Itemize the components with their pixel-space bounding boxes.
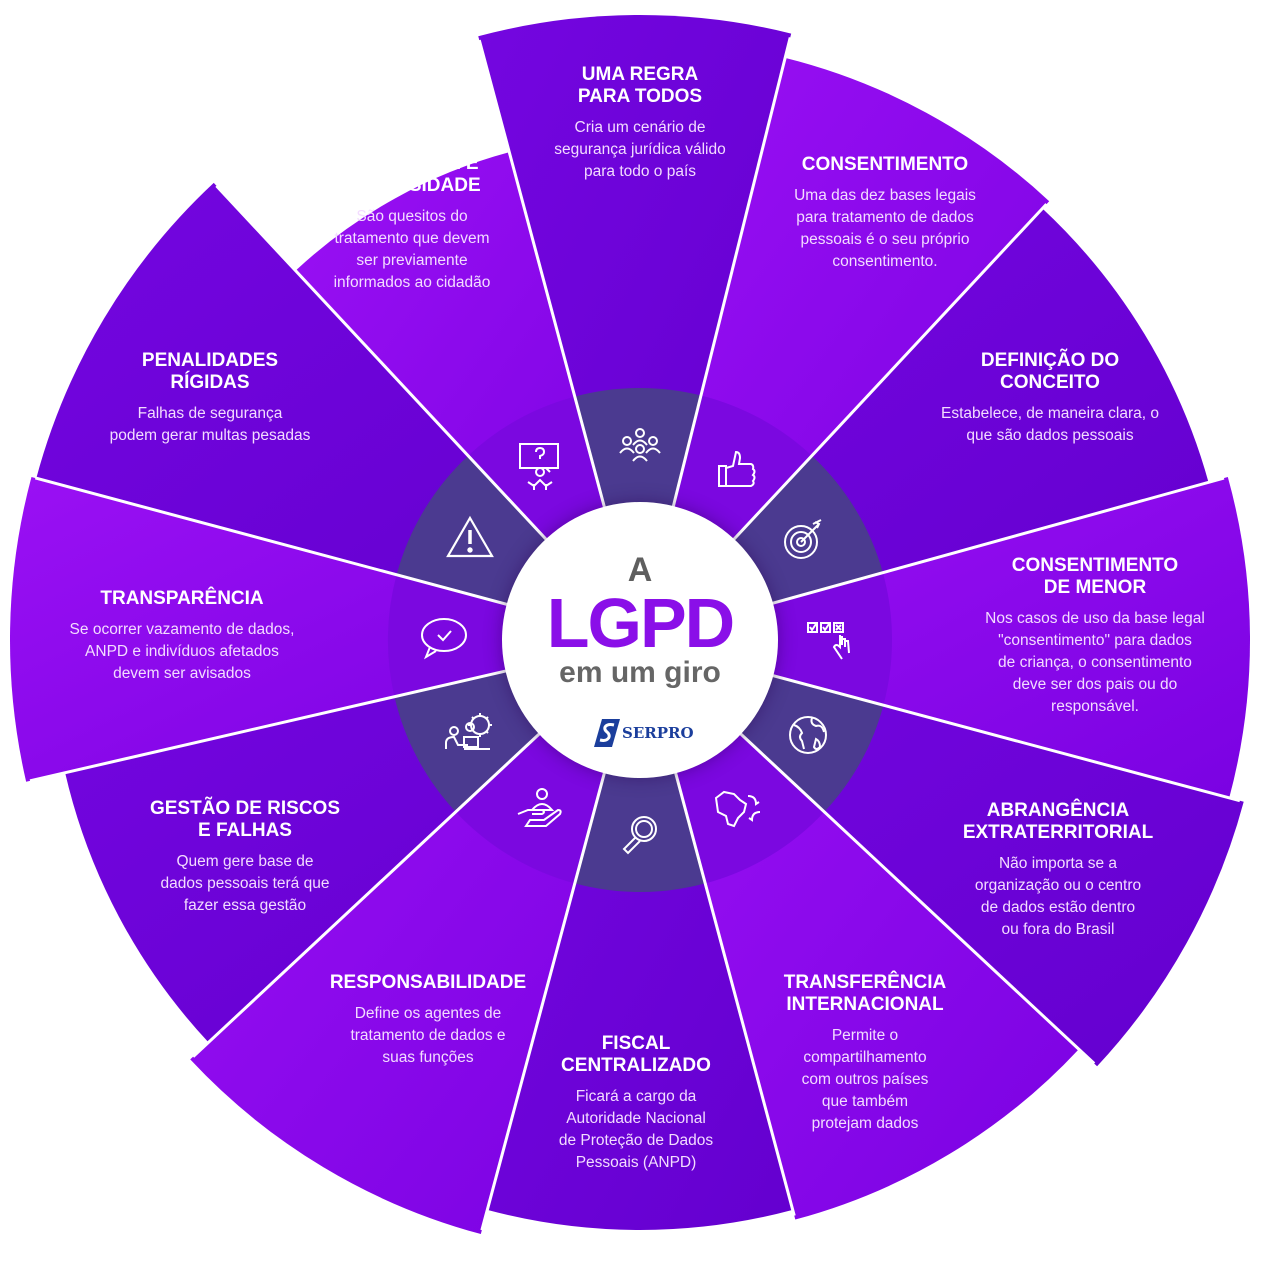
wedge-title: FISCAL CENTRALIZADO bbox=[561, 1033, 711, 1076]
wedge-description: Quem gere base de dados pessoais terá qu… bbox=[160, 853, 330, 914]
checkbox-hand-icon bbox=[802, 607, 862, 667]
wedge-card-gestao: GESTÃO DE RISCOS E FALHAS Quem gere base … bbox=[150, 798, 340, 917]
wedge-title: CONSENTIMENTO DE MENOR bbox=[1011, 555, 1179, 598]
wedge-card-abrangencia: ABRANGÊNCIA EXTRATERRITORIAL Não importa … bbox=[963, 800, 1153, 941]
wedge-description: Nos casos de uso da base legal "consenti… bbox=[985, 610, 1205, 715]
wedge-title: TRANSFERÊNCIA INTERNACIONAL bbox=[783, 972, 947, 1015]
wedge-card-fiscal: FISCAL CENTRALIZADO Ficará a cargo da Aut… bbox=[559, 1033, 713, 1174]
wedge-title: DEFINIÇÃO DO CONCEITO bbox=[980, 350, 1120, 393]
wedge-menor bbox=[640, 476, 1250, 798]
wedge-card-responsabilidade: RESPONSABILIDADE Define os agentes de tra… bbox=[330, 972, 526, 1069]
center-badge: A LGPD em um giro SERPRO bbox=[502, 502, 778, 778]
chat-check-icon bbox=[414, 607, 474, 667]
wedge-title: FINALIDADE E NECESSIDADE bbox=[343, 153, 481, 196]
serpro-logo-icon bbox=[594, 719, 620, 747]
wedge-description: São quesitos do tratamento que devem ser… bbox=[333, 208, 491, 291]
wedge-transparencia bbox=[9, 476, 640, 782]
wedge-title: UMA REGRA PARA TODOS bbox=[577, 64, 703, 107]
serpro-logo-text: SERPRO bbox=[622, 724, 694, 742]
center-prefix: A bbox=[627, 551, 653, 589]
wedge-description: Uma das dez bases legais para tratamento… bbox=[794, 187, 976, 270]
wedge-card-penalidades: PENALIDADES RÍGIDAS Falhas de segurança p… bbox=[110, 350, 311, 447]
wedge-description: Permite o compartilhamento com outros pa… bbox=[801, 1027, 929, 1132]
serpro-logo: SERPRO bbox=[594, 718, 694, 748]
brazil-map-exchange-icon bbox=[708, 778, 768, 838]
wedge-description: Define os agentes de tratamento de dados… bbox=[350, 1005, 506, 1066]
wedge-description: Estabelece, de maneira clara, o que são … bbox=[941, 405, 1159, 444]
wedge-card-uma-regra: UMA REGRA PARA TODOS Cria um cenário de s… bbox=[554, 64, 725, 183]
wedge-description: Se ocorrer vazamento de dados, ANPD e in… bbox=[69, 621, 295, 682]
wedge-title: TRANSPARÊNCIA bbox=[100, 588, 264, 609]
wedge-card-transparencia: TRANSPARÊNCIA Se ocorrer vazamento de dad… bbox=[70, 588, 295, 685]
thumbs-up-icon bbox=[705, 438, 765, 498]
wedge-description: Falhas de segurança podem gerar multas p… bbox=[109, 405, 311, 444]
magnifier-icon bbox=[610, 805, 670, 865]
wedge-description: Ficará a cargo da Autoridade Nacional de… bbox=[558, 1088, 714, 1171]
wedge-card-consentimento: CONSENTIMENTO Uma das dez bases legais pa… bbox=[794, 154, 976, 273]
wedge-title: ABRANGÊNCIA EXTRATERRITORIAL bbox=[962, 800, 1154, 843]
wedge-description: Não importa se a organização ou o centro… bbox=[974, 855, 1142, 938]
wedge-card-definicao: DEFINIÇÃO DO CONCEITO Estabelece, de mane… bbox=[941, 350, 1159, 447]
wedge-title: GESTÃO DE RISCOS E FALHAS bbox=[149, 798, 341, 841]
wedge-card-menor: CONSENTIMENTO DE MENOR Nos casos de uso d… bbox=[985, 555, 1205, 718]
center-title: LGPD bbox=[546, 584, 735, 662]
center-subtitle: em um giro bbox=[559, 656, 721, 689]
people-gear-icon bbox=[440, 705, 500, 765]
wedge-card-finalidade: FINALIDADE E NECESSIDADE São quesitos do … bbox=[334, 153, 491, 294]
globe-icon bbox=[778, 705, 838, 765]
people-group-icon bbox=[610, 415, 670, 475]
wedge-fiscal bbox=[487, 640, 793, 1230]
wedge-description: Cria um cenário de segurança jurídica vá… bbox=[554, 119, 726, 180]
warning-icon bbox=[440, 508, 500, 568]
wedge-uma-regra bbox=[478, 15, 792, 641]
wedge-card-transferencia: TRANSFERÊNCIA INTERNACIONAL Permite o com… bbox=[784, 972, 947, 1135]
target-icon bbox=[773, 510, 833, 570]
question-person-icon bbox=[510, 438, 570, 498]
hand-person-icon bbox=[510, 778, 570, 838]
wedge-title: RESPONSABILIDADE bbox=[329, 972, 527, 993]
wedge-title: CONSENTIMENTO bbox=[801, 154, 969, 175]
wedge-title: PENALIDADES RÍGIDAS bbox=[141, 350, 279, 393]
